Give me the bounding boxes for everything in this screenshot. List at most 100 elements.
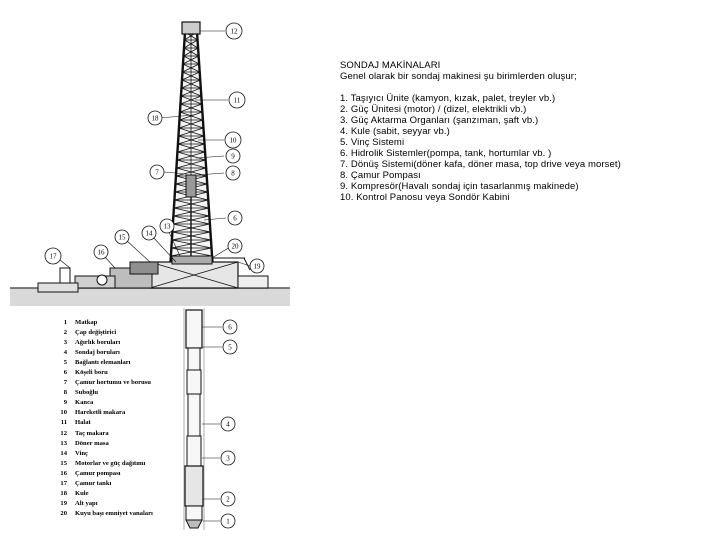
legend-number: 18 bbox=[60, 490, 67, 498]
svg-text:20: 20 bbox=[232, 243, 240, 251]
legend-label: Alt yapı bbox=[75, 500, 98, 508]
svg-text:18: 18 bbox=[152, 115, 160, 123]
legend-label: Halat bbox=[75, 419, 91, 427]
legend-row: 7 Çamur hortumu ve borusu bbox=[55, 378, 175, 388]
callout-6-top: 6 bbox=[227, 210, 243, 226]
legend-label: Motorlar ve güç dağıtımı bbox=[75, 459, 146, 467]
legend-number: 4 bbox=[63, 348, 67, 356]
unit-list-item: 10. Kontrol Panosu veya Sondör Kabini bbox=[340, 192, 510, 203]
callout-13: 13 bbox=[159, 218, 175, 234]
legend-label: Köşeli boru bbox=[75, 369, 108, 377]
callout-5: 5 bbox=[222, 339, 238, 355]
unit-list-item: 6. Hidrolik Sistemler(pompa, tank, hortu… bbox=[340, 148, 552, 159]
unit-list: 1. Taşıyıcı Ünite (kamyon, kızak, palet,… bbox=[340, 93, 710, 203]
svg-text:15: 15 bbox=[119, 234, 127, 242]
callout-2: 2 bbox=[220, 491, 236, 507]
legend-number: 7 bbox=[63, 379, 67, 387]
svg-text:12: 12 bbox=[231, 28, 239, 36]
legend-number: 20 bbox=[60, 510, 67, 518]
callout-3: 3 bbox=[220, 450, 236, 466]
callout-1: 1 bbox=[220, 513, 236, 529]
legend-row: 6 Köşeli boru bbox=[55, 367, 175, 377]
unit-list-item: 4. Kule (sabit, seyyar vb.) bbox=[340, 126, 450, 137]
callout-18: 18 bbox=[147, 110, 163, 126]
callout-19: 19 bbox=[249, 258, 265, 274]
legend-number: 10 bbox=[60, 409, 67, 417]
drill-string bbox=[183, 308, 205, 530]
svg-text:8: 8 bbox=[231, 170, 235, 178]
svg-text:19: 19 bbox=[254, 263, 262, 271]
callout-8: 8 bbox=[225, 165, 241, 181]
svg-text:5: 5 bbox=[228, 344, 232, 352]
legend-label: Kuyu başı emniyet vanaları bbox=[75, 510, 153, 518]
legend-row: 18 Kule bbox=[55, 489, 175, 499]
legend-number: 13 bbox=[60, 439, 67, 447]
legend-number: 8 bbox=[63, 389, 67, 397]
unit-list-item: 7. Dönüş Sistemi(döner kafa, döner masa,… bbox=[340, 159, 621, 170]
callout-6-bottom: 6 bbox=[222, 319, 238, 335]
callout-11: 11 bbox=[228, 91, 246, 109]
callout-7: 7 bbox=[149, 164, 165, 180]
svg-text:11: 11 bbox=[234, 97, 241, 105]
callout-17: 17 bbox=[44, 247, 62, 265]
legend-row: 15 Motorlar ve güç dağıtımı bbox=[55, 458, 175, 468]
legend-label: Kule bbox=[75, 490, 89, 498]
unit-list-item: 1. Taşıyıcı Ünite (kamyon, kızak, palet,… bbox=[340, 93, 556, 104]
svg-text:14: 14 bbox=[146, 230, 154, 238]
legend-number: 11 bbox=[60, 419, 67, 427]
legend-number: 19 bbox=[60, 500, 67, 508]
unit-list-item: 5. Vinç Sistemi bbox=[340, 137, 405, 148]
legend-row: 13 Döner masa bbox=[55, 438, 175, 448]
legend-label: Bağlantı elemanları bbox=[75, 358, 131, 366]
text-subtitle: Genel olarak bir sondaj makinesi şu biri… bbox=[340, 71, 577, 82]
callout-leaders bbox=[59, 30, 251, 522]
legend-row: 11 Halat bbox=[55, 418, 175, 428]
legend-label: Çamur hortumu ve borusu bbox=[75, 379, 151, 387]
callout-15: 15 bbox=[114, 229, 130, 245]
svg-text:4: 4 bbox=[226, 421, 230, 429]
callout-markers: 12 11 18 10 9 7 8 6 13 14 15 16 17 20 19… bbox=[44, 22, 265, 529]
legend-number: 2 bbox=[63, 328, 67, 336]
callout-14: 14 bbox=[141, 225, 157, 241]
svg-text:9: 9 bbox=[231, 153, 235, 161]
svg-text:1: 1 bbox=[226, 518, 230, 526]
svg-text:6: 6 bbox=[228, 324, 232, 332]
legend-row: 19 Alt yapı bbox=[55, 499, 175, 509]
callout-9: 9 bbox=[225, 148, 241, 164]
legend-number: 14 bbox=[60, 449, 67, 457]
derrick-tower bbox=[168, 21, 215, 271]
legend-row: 1 Matkap bbox=[55, 317, 175, 327]
svg-text:13: 13 bbox=[164, 223, 172, 231]
legend-number: 5 bbox=[63, 358, 67, 366]
legend-number: 1 bbox=[63, 318, 67, 326]
legend-number: 6 bbox=[63, 369, 67, 377]
text-title: SONDAJ MAKİNALARI bbox=[340, 60, 441, 71]
legend-label: Ağırlık boruları bbox=[75, 338, 121, 346]
legend-label: Kanca bbox=[75, 399, 94, 407]
svg-text:7: 7 bbox=[155, 169, 159, 177]
legend-number: 16 bbox=[60, 469, 67, 477]
legend-row: 5 Bağlantı elemanları bbox=[55, 357, 175, 367]
legend-number: 15 bbox=[60, 459, 67, 467]
callout-12: 12 bbox=[225, 22, 243, 40]
unit-list-item: 8. Çamur Pompası bbox=[340, 170, 421, 181]
callout-10: 10 bbox=[224, 131, 242, 149]
legend-label: Matkap bbox=[75, 318, 98, 326]
callout-20: 20 bbox=[227, 238, 243, 254]
legend-label: Döner masa bbox=[75, 439, 109, 447]
legend-number: 12 bbox=[60, 429, 67, 437]
unit-list-item: 2. Güç Ünitesi (motor) / (dizel, elektri… bbox=[340, 104, 527, 115]
rig-equipment bbox=[37, 255, 269, 293]
legend-label: Çamur pompası bbox=[75, 469, 121, 477]
unit-list-item: 9. Kompresör(Havalı sondaj için tasarlan… bbox=[340, 181, 579, 192]
